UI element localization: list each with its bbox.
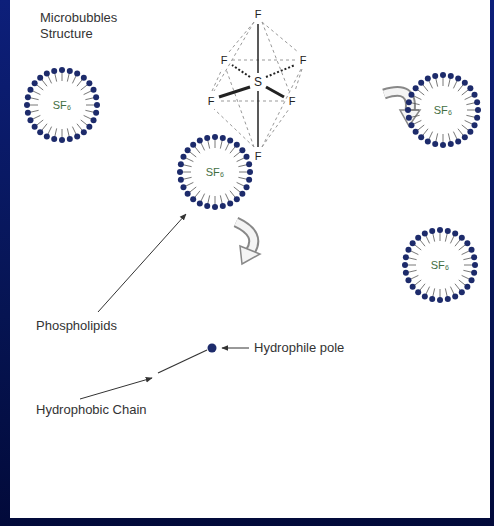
bonds: [219, 24, 295, 147]
label-text: Hydrophobic Chain: [36, 402, 147, 418]
label-text: Phospholipids: [36, 318, 117, 334]
microbubble: SF₆: [401, 68, 485, 152]
leader-lines: [80, 214, 249, 399]
microbubble: SF₆: [398, 223, 482, 307]
atom-symbol: S: [254, 76, 262, 88]
atom-symbol: F: [221, 55, 228, 66]
gas-label: SF₆: [431, 259, 450, 271]
atom-symbol: F: [208, 96, 215, 107]
atom-symbol: F: [289, 96, 296, 107]
label-text: Hydrophile pole: [254, 340, 344, 356]
gas-label: SF₆: [53, 99, 72, 111]
atom-symbol: F: [255, 9, 262, 20]
gas-label: SF₆: [434, 104, 453, 116]
microbubble: SF₆: [20, 63, 104, 147]
phospholipid: [158, 344, 217, 374]
atom-symbol: F: [300, 55, 307, 66]
atom-symbol: F: [255, 151, 262, 162]
microbubble: SF₆: [173, 130, 257, 214]
octahedron-frame: [212, 22, 302, 147]
curved-arrow: [236, 222, 260, 264]
gas-label: SF₆: [206, 166, 225, 178]
label-text: Microbubbles Structure: [40, 10, 140, 42]
